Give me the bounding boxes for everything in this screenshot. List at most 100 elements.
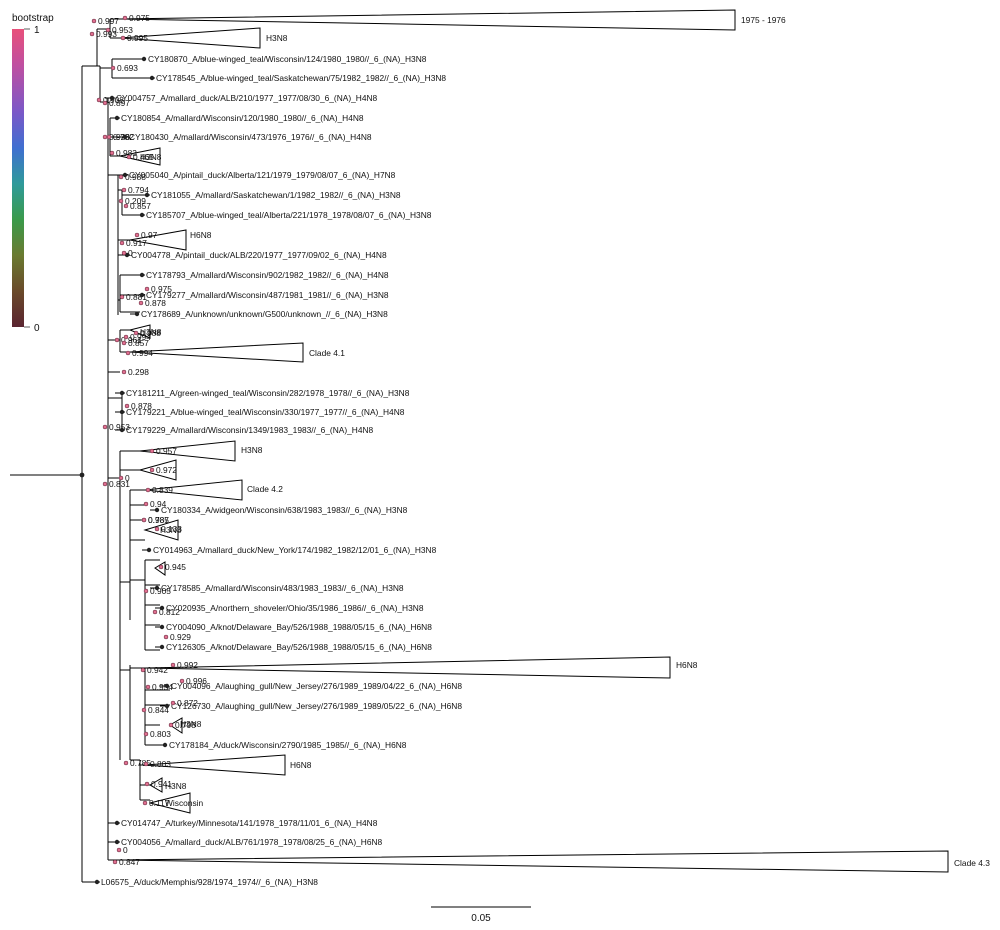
support-value: 0.209 <box>125 196 146 206</box>
leaf-node <box>162 742 168 748</box>
support-value: 0.942 <box>147 665 168 675</box>
support-node <box>145 487 151 493</box>
support-value: 0.908 <box>103 95 124 105</box>
legend-min-label: 0 <box>34 323 40 334</box>
support-value: 0.133 <box>161 524 182 534</box>
support-node <box>144 781 150 787</box>
support-value: 0.941 <box>151 779 172 789</box>
leaf-node <box>94 879 100 885</box>
clade-label: H6N8 <box>190 230 212 240</box>
leaf-label: CY004757_A/mallard_duck/ALB/210/1977_197… <box>116 93 378 103</box>
support-node <box>102 134 108 140</box>
support-node <box>106 134 112 140</box>
support-value: 0.857 <box>130 201 151 211</box>
support-node <box>112 859 118 865</box>
support-node <box>158 564 164 570</box>
clade-triangle <box>149 777 163 793</box>
clade-triangle <box>129 229 187 251</box>
clade-label: Clade 4.1 <box>309 348 345 358</box>
support-node <box>122 15 128 21</box>
support-value: 0.798 <box>175 720 196 730</box>
support-node <box>119 240 125 246</box>
support-value: 0.94 <box>150 499 167 509</box>
support-node <box>125 350 131 356</box>
leaf-node <box>164 683 170 689</box>
clade-triangle <box>128 324 151 339</box>
support-value: 0.117 <box>149 798 170 808</box>
legend-title: bootstrap <box>12 13 54 24</box>
leaf-label: CY181211_A/green-winged_teal/Wisconsin/2… <box>126 388 410 398</box>
clade-label: Wisconsin <box>165 798 204 808</box>
support-node <box>163 634 169 640</box>
support-value: 0.988 <box>140 328 161 338</box>
support-value: 0.794 <box>128 185 149 195</box>
clade-label: H6N8 <box>290 760 312 770</box>
support-value: 0.857 <box>128 338 149 348</box>
support-value: 0.975 <box>151 284 172 294</box>
leaf-label: CY014747_A/turkey/Minnesota/141/1978_197… <box>121 818 378 828</box>
clade-triangle <box>138 459 177 481</box>
support-node <box>123 203 129 209</box>
leaf-node <box>114 115 120 121</box>
leaf-label: CY178545_A/blue-winged_teal/Saskatchewan… <box>156 73 446 83</box>
support-node <box>121 250 127 256</box>
leaf-node <box>139 292 145 298</box>
support-node <box>143 761 149 767</box>
support-node <box>118 174 124 180</box>
support-node <box>102 481 108 487</box>
support-value: 0.812 <box>159 607 180 617</box>
clade-triangle <box>144 479 243 501</box>
support-node <box>149 467 155 473</box>
leaf-node <box>164 703 170 709</box>
leaf-label: CY180870_A/blue-winged_teal/Wisconsin/12… <box>148 54 427 64</box>
branch <box>120 489 145 620</box>
support-node <box>144 286 150 292</box>
clade-triangle <box>119 147 161 166</box>
support-value: 0.994 <box>130 332 151 342</box>
leaf-label: CY004778_A/pintail_duck/ALB/220/1977_197… <box>131 250 387 260</box>
support-node <box>143 588 149 594</box>
leaf-label: CY126730_A/laughing_gull/New_Jersey/276/… <box>171 701 462 711</box>
leaf-node <box>122 172 128 178</box>
clade-triangle <box>129 342 304 363</box>
support-value: 0.985 <box>148 515 169 525</box>
support-value: 0.803 <box>150 729 171 739</box>
leaf-label: CY014963_A/mallard_duck/New_York/174/198… <box>153 545 437 555</box>
collapsed-clades <box>119 9 949 873</box>
leaf-label: CY179221_A/blue-winged_teal/Wisconsin/33… <box>126 407 405 417</box>
leaf-label: CY180854_A/mallard/Wisconsin/120/1980_19… <box>121 113 364 123</box>
leaf-label: CY179229_A/mallard/Wisconsin/1349/1983_1… <box>126 425 374 435</box>
leaf-node <box>154 507 160 513</box>
scale-bar-label: 0.05 <box>471 913 491 924</box>
leaf-node <box>149 75 155 81</box>
support-node <box>152 609 158 615</box>
support-value: 0.996 <box>186 676 207 686</box>
support-value: 0.961 <box>121 335 142 345</box>
leaf-label: CY180334_A/widgeon/Wisconsin/638/1983_19… <box>161 505 408 515</box>
support-node <box>133 330 139 336</box>
support-node <box>141 707 147 713</box>
leaf-label: CY004096_A/laughing_gull/New_Jersey/276/… <box>171 681 462 691</box>
leaf-node <box>134 311 140 317</box>
support-value: 0.953 <box>109 422 130 432</box>
support-node <box>114 337 120 343</box>
leaf-node <box>159 624 165 630</box>
branch <box>108 450 145 760</box>
leaf-node <box>144 192 150 198</box>
support-value: 0.997 <box>98 16 119 26</box>
leaf-node <box>114 820 120 826</box>
leaf-node <box>139 272 145 278</box>
support-value: 0 <box>123 845 128 855</box>
support-node <box>145 684 151 690</box>
support-value: 0.97 <box>141 230 158 240</box>
clade-label: H6N8 <box>676 660 698 670</box>
support-node <box>142 800 148 806</box>
branch <box>130 559 160 651</box>
support-value: 0 <box>125 473 130 483</box>
clade-triangle <box>119 850 949 873</box>
support-node <box>96 97 102 103</box>
leaf-node <box>122 134 128 140</box>
leaf-label: CY180430_A/mallard/Wisconsin/473/1976_19… <box>129 132 372 142</box>
